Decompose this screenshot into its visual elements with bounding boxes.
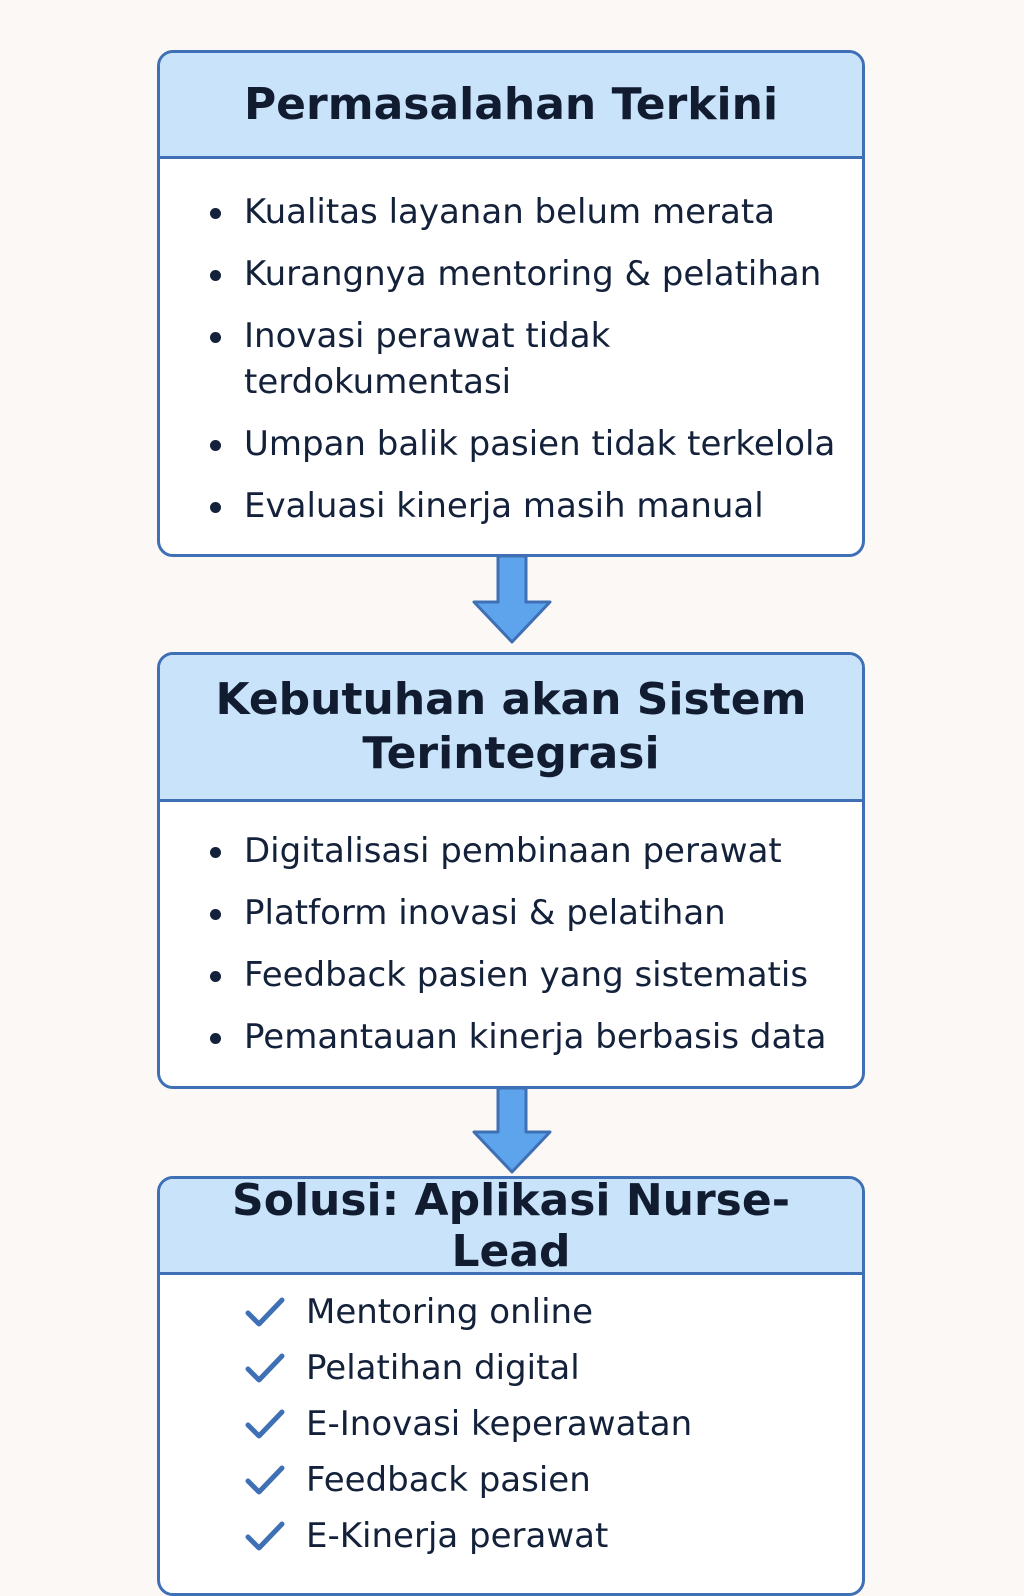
check-icon: [245, 1465, 285, 1495]
check-icon: [245, 1521, 285, 1551]
card-solusi-nurse-lead: Solusi: Aplikasi Nurse-Lead Mentoring on…: [157, 1176, 865, 1596]
list-item: E-Kinerja perawat: [245, 1513, 862, 1559]
bullet-icon: [210, 971, 221, 982]
bullet-icon: [210, 270, 221, 281]
needs-list: Digitalisasi pembinaan perawat Platform …: [160, 802, 862, 1060]
problem-list: Kualitas layanan belum merata Kurangnya …: [160, 159, 862, 529]
list-item: Pelatihan digital: [245, 1345, 862, 1391]
list-item: Evaluasi kinerja masih manual: [210, 483, 862, 529]
check-icon: [245, 1409, 285, 1439]
arrow-down-icon: [472, 1088, 552, 1174]
card-kebutuhan-sistem: Kebutuhan akan Sistem Terintegrasi Digit…: [157, 652, 865, 1089]
solution-list: Mentoring online Pelatihan digital E-Ino…: [160, 1275, 862, 1559]
list-item: Feedback pasien yang sistematis: [210, 952, 862, 998]
list-item: Kualitas layanan belum merata: [210, 189, 862, 235]
bullet-icon: [210, 208, 221, 219]
bullet-icon: [210, 332, 221, 343]
card-title: Solusi: Aplikasi Nurse-Lead: [232, 1176, 790, 1277]
card-header: Permasalahan Terkini: [160, 53, 862, 159]
list-item: Digitalisasi pembinaan perawat: [210, 828, 862, 874]
check-icon: [245, 1297, 285, 1327]
bullet-icon: [210, 909, 221, 920]
list-item: Platform inovasi & pelatihan: [210, 890, 862, 936]
bullet-icon: [210, 440, 221, 451]
bullet-icon: [210, 1033, 221, 1044]
card-title-line: Terintegrasi: [362, 728, 660, 779]
list-item: Umpan balik pasien tidak terkelola: [210, 421, 862, 467]
bullet-icon: [210, 502, 221, 513]
arrow-down-icon: [472, 556, 552, 644]
list-item: Pemantauan kinerja berbasis data: [210, 1014, 862, 1060]
card-header: Solusi: Aplikasi Nurse-Lead: [160, 1176, 862, 1277]
list-item: E-Inovasi keperawatan: [245, 1401, 862, 1447]
card-header: Kebutuhan akan Sistem Terintegrasi: [160, 655, 862, 802]
card-title: Permasalahan Terkini: [243, 79, 779, 130]
card-permasalahan-terkini: Permasalahan Terkini Kualitas layanan be…: [157, 50, 865, 557]
card-title-line: Kebutuhan akan Sistem: [215, 674, 807, 725]
list-item: Mentoring online: [245, 1289, 862, 1335]
list-item: Inovasi perawat tidak terdokumentasi: [210, 313, 664, 405]
list-item: Kurangnya mentoring & pelatihan: [210, 251, 862, 297]
list-item: Feedback pasien: [245, 1457, 862, 1503]
check-icon: [245, 1353, 285, 1383]
bullet-icon: [210, 847, 221, 858]
